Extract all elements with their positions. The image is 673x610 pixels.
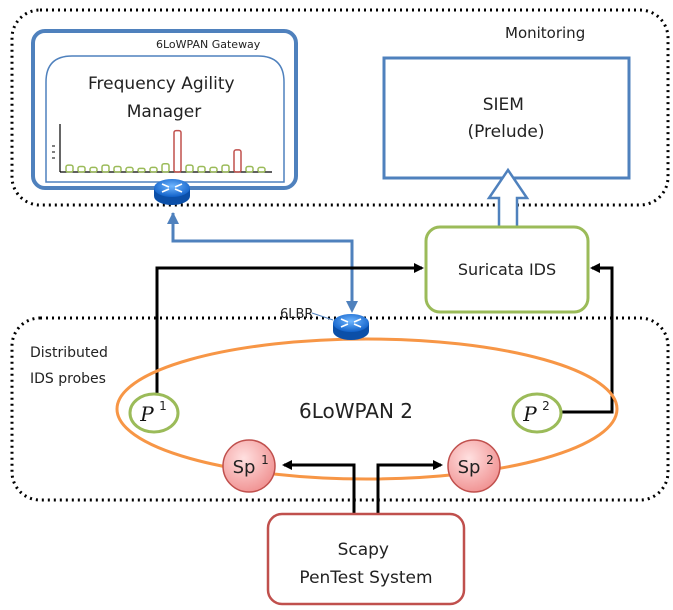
svg-text:P: P bbox=[522, 402, 537, 426]
router-icon bbox=[154, 179, 190, 205]
spectrum-bar bbox=[257, 166, 266, 173]
siem-label: SIEM (Prelude) bbox=[467, 95, 544, 142]
monitoring-zone bbox=[10, 8, 670, 207]
spectrum-chart bbox=[52, 124, 272, 173]
router-icon bbox=[333, 314, 369, 340]
spectrum-bar bbox=[185, 164, 194, 173]
spectrum-bar bbox=[137, 167, 146, 173]
spectrum-bar bbox=[77, 165, 86, 173]
spectrum-bar bbox=[197, 165, 206, 173]
spectrum-bar bbox=[149, 166, 158, 173]
fam-label: Frequency Agility Manager bbox=[88, 74, 240, 122]
siem-hollow-arrow bbox=[486, 167, 530, 230]
svg-text:P: P bbox=[139, 402, 154, 426]
spectrum-bar bbox=[125, 166, 134, 173]
gateway-6lbr-link bbox=[171, 213, 358, 313]
spectrum-bar bbox=[101, 164, 110, 173]
scapy-label: Scapy PenTest System bbox=[299, 540, 432, 588]
sniffer-sp1: Sp 1 bbox=[222, 439, 276, 493]
siem-box bbox=[382, 56, 631, 180]
spectrum-bar bbox=[173, 129, 182, 173]
scapy-box bbox=[266, 512, 466, 606]
distributed-label: Distributed IDS probes bbox=[30, 345, 112, 387]
fam-box bbox=[45, 55, 285, 183]
svg-text:Sp: Sp bbox=[458, 457, 481, 478]
network-label: 6LoWPAN 2 bbox=[299, 399, 413, 423]
probe2-link bbox=[561, 263, 614, 414]
spectrum-bar bbox=[245, 165, 254, 173]
svg-text:Sp: Sp bbox=[233, 457, 256, 478]
sniffer-sp2: Sp 2 bbox=[447, 439, 501, 493]
probe-p1: P 1 bbox=[128, 392, 180, 434]
scapy-to-sp2-link bbox=[376, 460, 443, 514]
spectrum-bar bbox=[161, 162, 170, 173]
network-ellipse bbox=[115, 337, 619, 481]
probe1-link bbox=[155, 263, 424, 395]
suricata-label: Suricata IDS bbox=[458, 260, 556, 279]
svg-text:2: 2 bbox=[542, 399, 550, 413]
spectrum-bar bbox=[209, 166, 218, 173]
svg-text:1: 1 bbox=[159, 399, 167, 413]
spectrum-bar bbox=[233, 149, 242, 173]
scapy-to-sp1-link bbox=[282, 460, 356, 514]
6lbr-label: 6LBR bbox=[280, 307, 313, 322]
svg-text:1: 1 bbox=[261, 453, 269, 467]
probe-p2: P 2 bbox=[511, 392, 563, 434]
spectrum-bar bbox=[221, 164, 230, 173]
svg-text:2: 2 bbox=[486, 453, 494, 467]
spectrum-bar bbox=[89, 166, 98, 173]
suricata-box bbox=[424, 225, 590, 314]
gateway-title: 6LoWPAN Gateway bbox=[156, 38, 261, 51]
6lbr-pointer bbox=[311, 312, 334, 321]
spectrum-bar bbox=[113, 165, 122, 173]
monitoring-label: Monitoring bbox=[505, 24, 585, 42]
spectrum-bar bbox=[65, 164, 74, 173]
